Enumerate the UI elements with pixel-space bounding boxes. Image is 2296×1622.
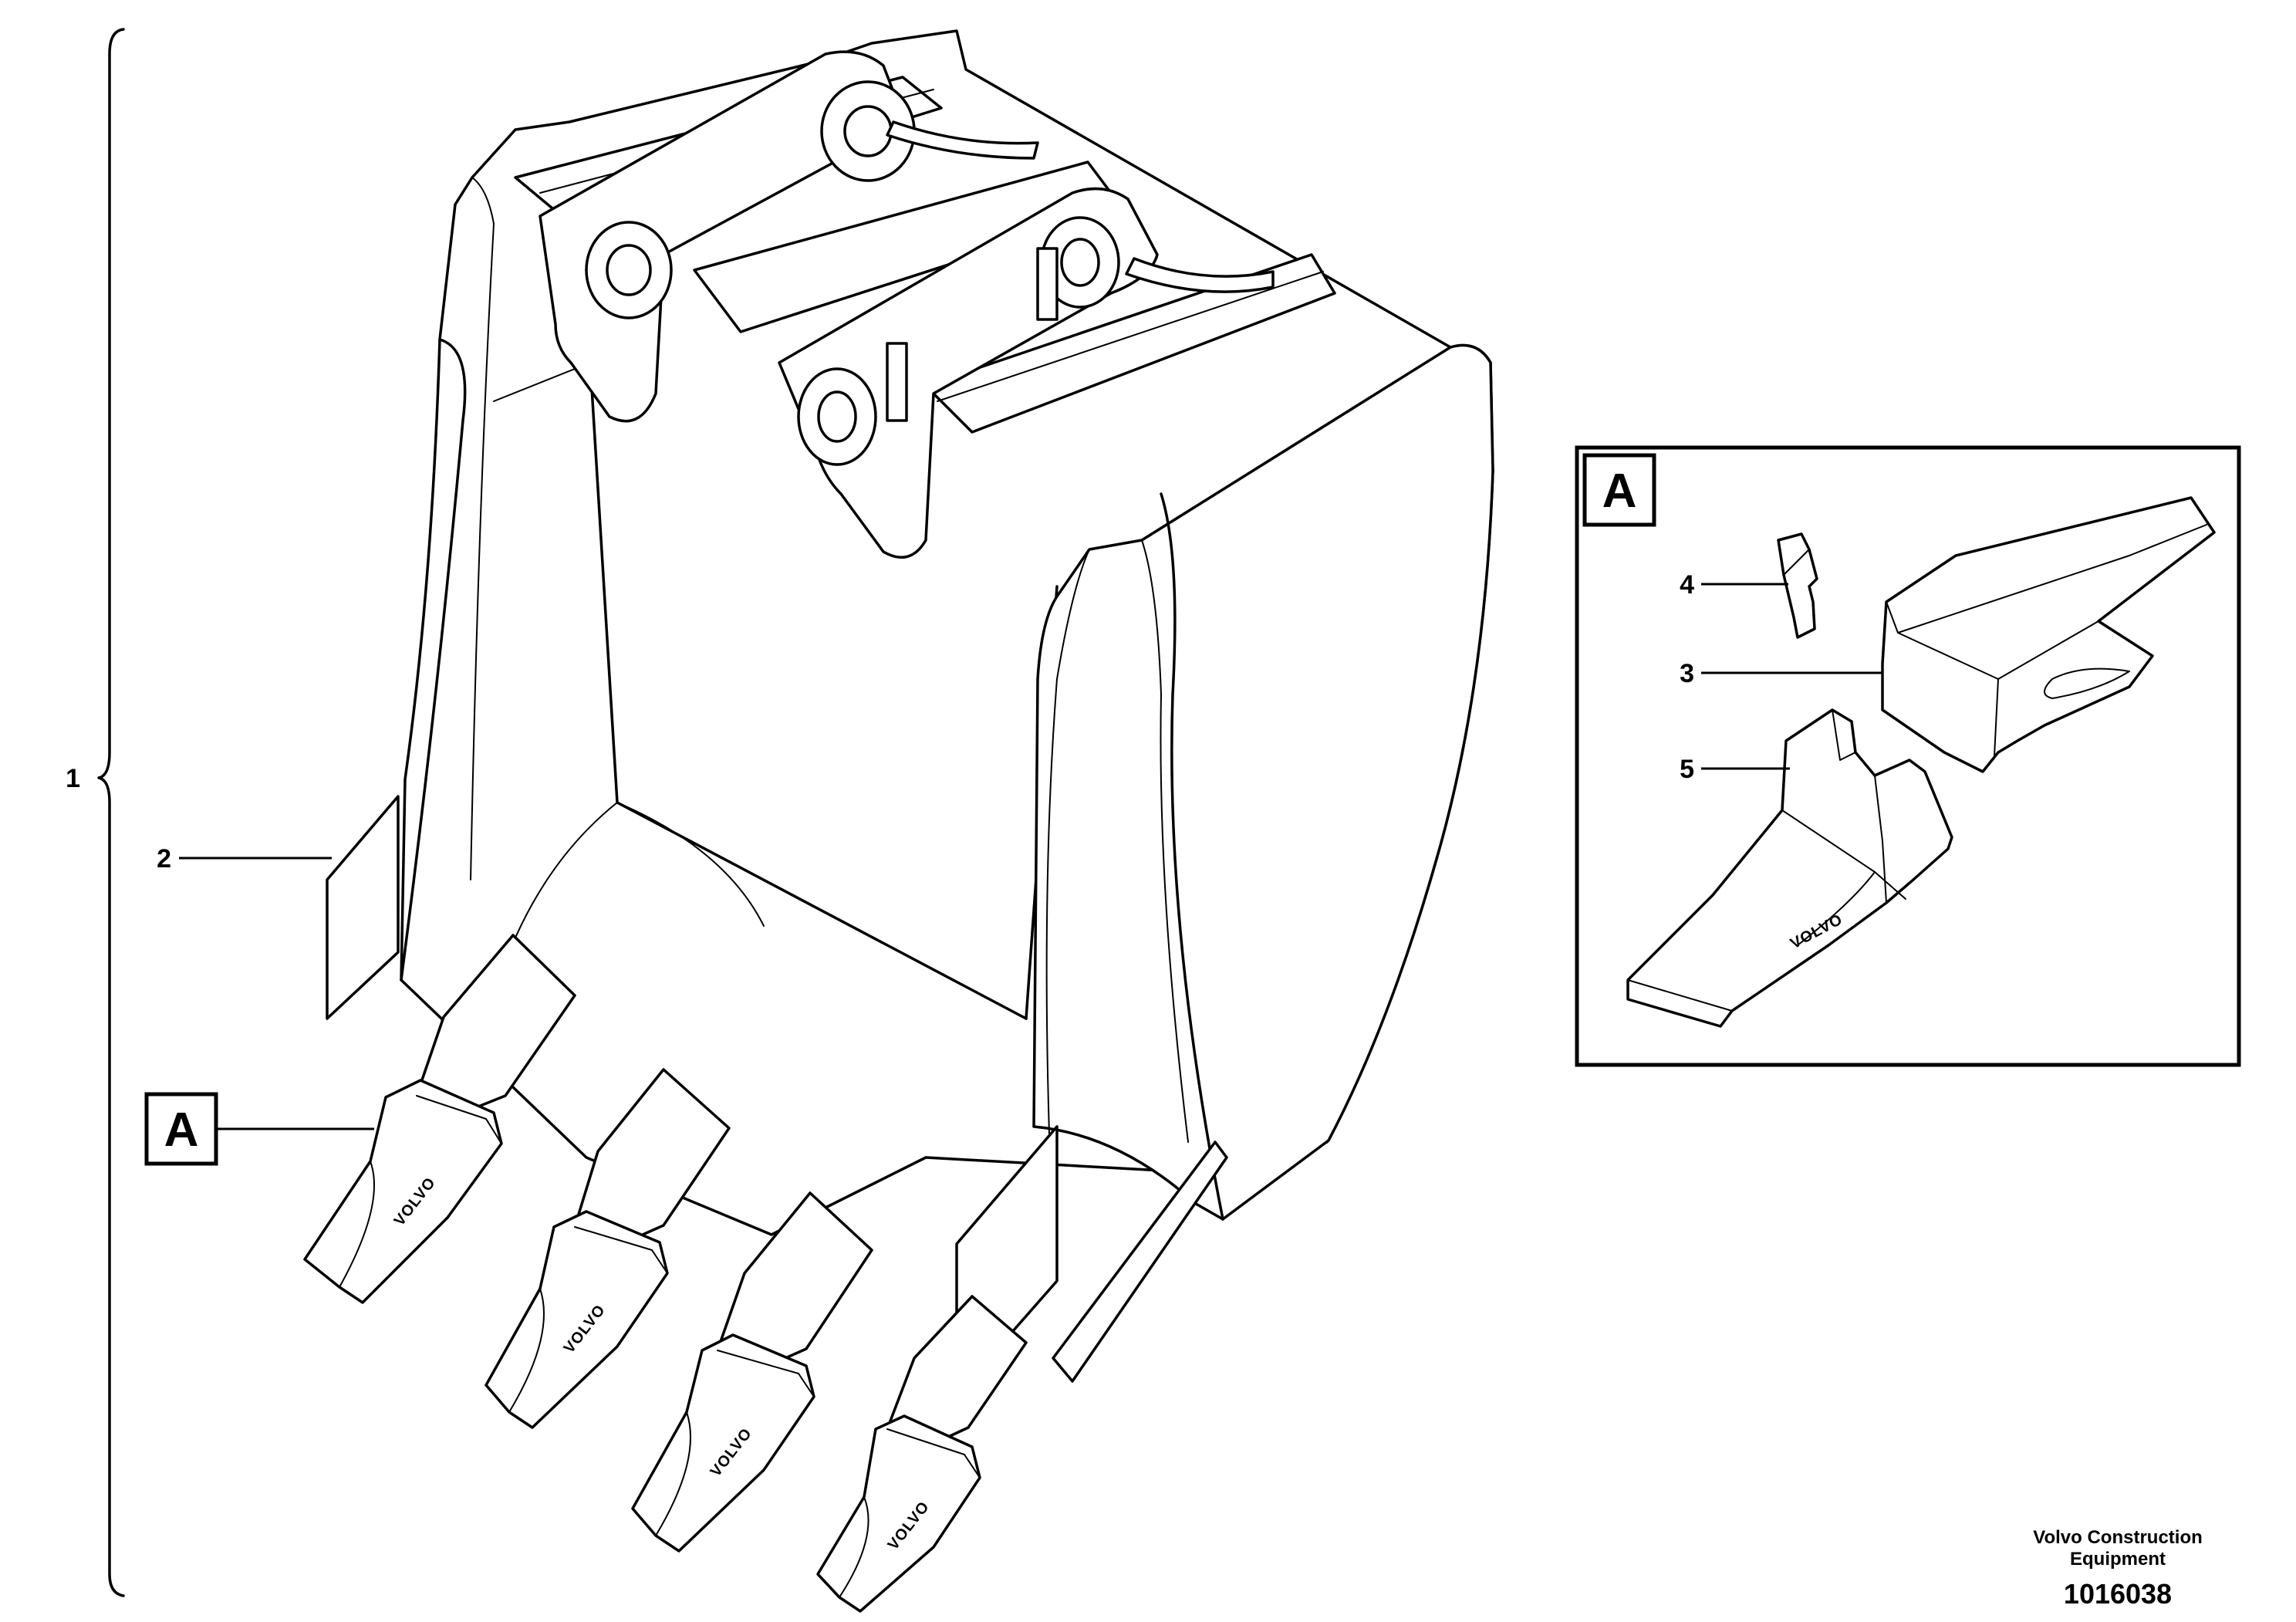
assembly-bracket [97, 28, 125, 1597]
detail-ref-label: A [164, 1103, 199, 1157]
tooth-2: VOLVO [485, 1068, 731, 1429]
bucket-left-sideplate [400, 338, 467, 982]
detail-ref-box [144, 1092, 218, 1166]
tooth-1: VOLVO [303, 934, 576, 1304]
company-name-line-2: Equipment [2070, 1549, 2166, 1570]
locking-pin [1777, 532, 1818, 639]
tooth-cap [1881, 496, 2216, 773]
callout-4: 4 [1680, 570, 1694, 600]
cutting-edge-right [1052, 1140, 1228, 1383]
detail-label-box [1582, 453, 1656, 527]
hook-right [1125, 257, 1275, 293]
callout-3: 3 [1680, 659, 1694, 688]
callout-1: 1 [66, 764, 80, 793]
bucket-assembly [400, 29, 1494, 1236]
callout-2: 2 [157, 844, 171, 874]
lock-pin-upper [1036, 247, 1059, 321]
tooth-3: VOLVO [631, 1191, 873, 1553]
lock-pin-lower [886, 342, 908, 422]
detail-label: A [1602, 465, 1637, 518]
detail-view-a: A 4 3 VOLVO 5 [1575, 445, 2241, 1067]
callout-5: 5 [1680, 755, 1694, 784]
document-number: 1016038 [2064, 1578, 2172, 1610]
side-cutter-left [326, 795, 400, 1020]
hook-left [886, 120, 1039, 160]
tooth-4: VOLVO [816, 1295, 1028, 1613]
company-name-line-1: Volvo Construction [2033, 1527, 2203, 1548]
